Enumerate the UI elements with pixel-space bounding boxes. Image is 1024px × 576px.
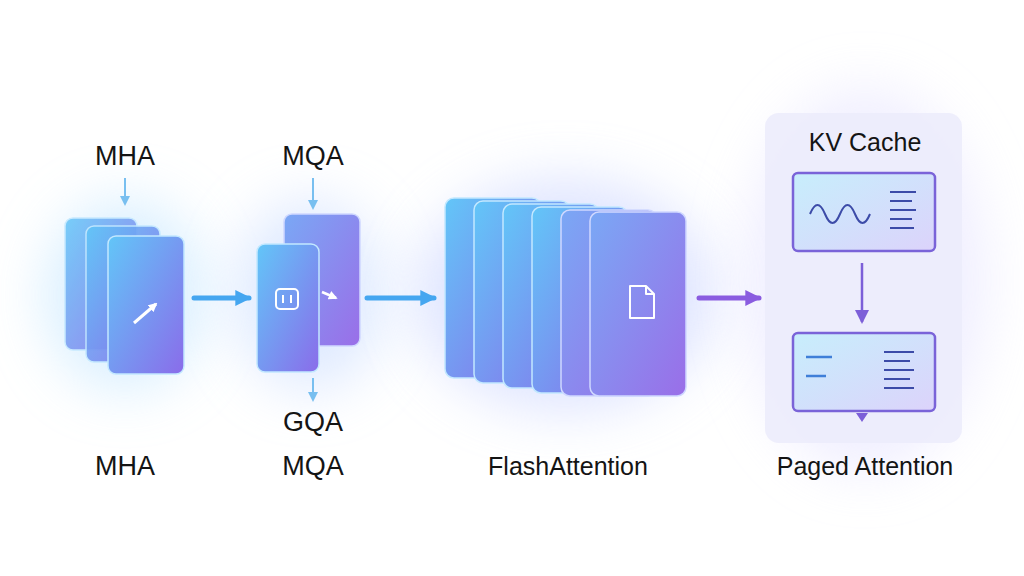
glow	[45, 200, 205, 390]
node-label: FlashAttention	[488, 453, 648, 481]
panel-box: KV CachePaged Attention	[765, 113, 962, 443]
node-label: KV Cache	[809, 129, 922, 157]
card	[86, 226, 160, 362]
node-caption: GQA	[283, 408, 343, 438]
card	[284, 214, 360, 346]
card	[257, 244, 319, 372]
pointer-arrow	[124, 178, 126, 204]
node-caption: Paged Attention	[777, 453, 954, 481]
card	[65, 218, 137, 350]
card-stack-box: FlashAttention	[440, 188, 695, 398]
node-label: MQA	[282, 142, 344, 172]
arrow-icon	[134, 304, 156, 323]
arrow-icon	[322, 292, 336, 298]
chip-icon	[276, 289, 298, 309]
card-stack	[65, 218, 184, 374]
glow	[745, 90, 985, 470]
card	[108, 236, 184, 374]
card	[445, 198, 541, 378]
chip-icon	[282, 295, 284, 303]
card	[561, 210, 657, 396]
node-caption: MQA	[282, 452, 344, 482]
glow	[415, 180, 715, 410]
flow-arrow	[194, 296, 249, 301]
card-stack-box: MHAMHA	[62, 212, 190, 380]
pointer-arrow	[312, 378, 314, 400]
flow-arrow	[367, 296, 434, 301]
card-stack	[445, 198, 686, 396]
card	[590, 212, 686, 396]
card-stack	[257, 214, 360, 372]
document-icon	[630, 286, 654, 318]
node-label: MHA	[95, 142, 155, 172]
node-caption: MHA	[95, 452, 155, 482]
card-stack-box: MQAGQAMQA	[255, 212, 363, 377]
card	[474, 201, 570, 383]
pointer-arrow	[312, 178, 314, 208]
card	[532, 207, 628, 393]
flow-arrow	[699, 296, 759, 301]
card	[503, 204, 599, 388]
chip-icon	[290, 295, 292, 303]
glow	[235, 200, 385, 390]
